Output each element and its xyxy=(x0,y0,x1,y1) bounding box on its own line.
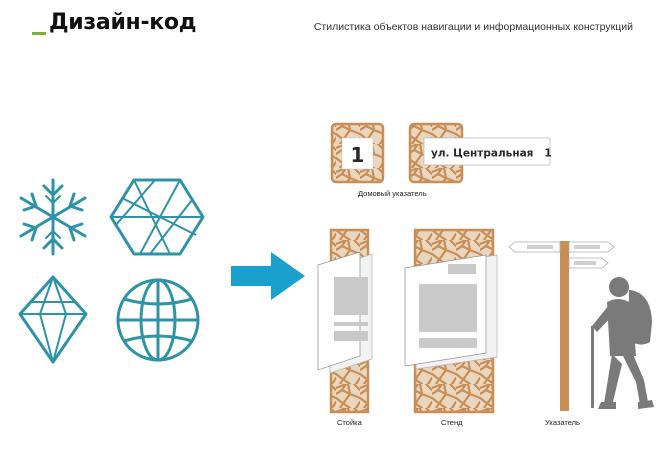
house-number-sign xyxy=(330,122,385,184)
street-name-text: ул. Центральная 1 xyxy=(431,148,552,160)
arrow-right-icon xyxy=(231,252,305,300)
caption-pointer: Указатель xyxy=(545,418,580,427)
caption-stand-small: Стойка xyxy=(337,418,362,427)
stand-large xyxy=(404,228,498,414)
stand-small xyxy=(317,228,373,414)
house-number-text: 1 xyxy=(351,143,365,167)
hiker-figure xyxy=(591,277,654,409)
pointer-post xyxy=(508,241,615,411)
page-subtitle: Стилистика объектов навигации и информац… xyxy=(313,21,633,33)
caption-stand-large: Стенд xyxy=(441,418,463,427)
crystal-icon xyxy=(18,275,88,364)
page-title: Дизайн-код xyxy=(49,10,197,35)
caption-house-sign: Домовый указатель xyxy=(358,189,427,198)
title-accent-bar xyxy=(32,32,46,35)
globe-icon xyxy=(116,278,200,362)
hexagon-pattern-icon xyxy=(109,178,205,256)
street-name-sign xyxy=(408,122,551,184)
snowflake-icon xyxy=(19,178,87,256)
